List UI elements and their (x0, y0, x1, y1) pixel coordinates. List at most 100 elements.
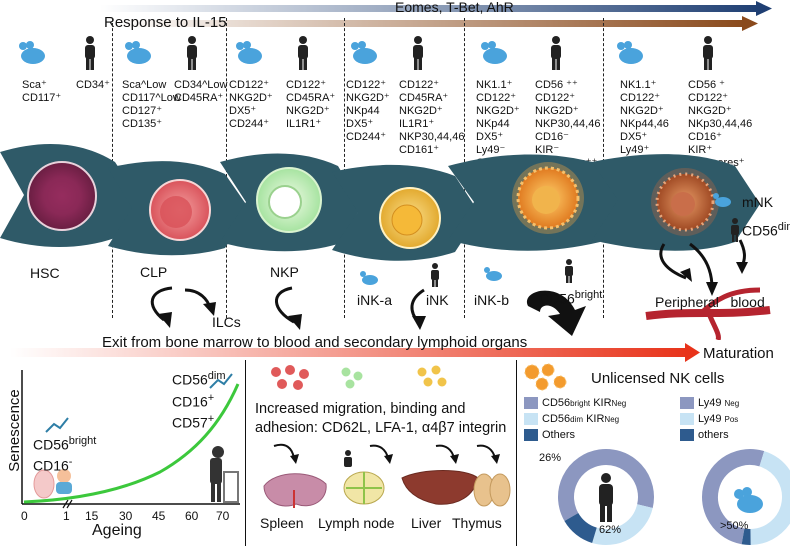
cell-cluster-yellow (417, 365, 447, 387)
mnk-label: mNK (742, 194, 774, 210)
organ-label-spleen: Spleen (260, 515, 304, 531)
baby-icon (57, 469, 71, 483)
unlicensed-cells-icon (524, 363, 567, 391)
development-band (0, 143, 771, 340)
peripheral-blood-label: Peripheral blood (655, 294, 765, 310)
markers-nkp-mouse: CD122⁺ NKG2D⁺ DX5⁺ CD244⁺ (229, 79, 273, 130)
organ-label-lymph-node: Lymph node (318, 515, 395, 531)
trend-icon (45, 417, 69, 433)
markers-ink-mouse: CD122⁺ NKG2D⁺ NKp44 DX5⁺ CD244⁺ (346, 79, 390, 143)
response-label: Response to IL-15 (104, 14, 227, 31)
donut-segment (702, 449, 765, 545)
exit-label: Exit from bone marrow to blood and secon… (102, 334, 528, 351)
x-tick: 1 (63, 509, 70, 523)
human-donut-chart (558, 449, 654, 545)
markers-hsc-mouse: Sca⁺ CD117⁺ (22, 79, 62, 104)
mouse-icon (713, 193, 731, 207)
liver-icon (401, 470, 479, 505)
human-icon (413, 36, 423, 70)
mouse-icon (360, 271, 378, 285)
organ-label-thymus: Thymus (452, 515, 502, 531)
donut-segment (592, 503, 653, 545)
unlicensed-title: Unlicensed NK cells (591, 370, 725, 387)
legend-swatch (524, 397, 538, 409)
donut-segment (558, 449, 654, 521)
top-arrows (100, 1, 772, 31)
mouse-icon (484, 267, 502, 281)
maturation-label: Maturation (703, 345, 774, 362)
inka-label: iNK-a (357, 292, 393, 308)
human-pct-26: 26% (539, 452, 562, 464)
mouse-icon (19, 41, 45, 64)
mouse-legend-item-2: Ly49 Pos (680, 413, 738, 425)
mouse-icon (617, 41, 643, 64)
human-icon (85, 36, 95, 70)
human-icon (431, 263, 439, 287)
cell-cluster-green (341, 367, 363, 389)
human-icon (187, 36, 197, 70)
human-icon (703, 36, 713, 70)
markers-clp-human: CD34^Low CD45RA⁺ (174, 79, 228, 104)
tf-label: Eomes, T-Bet, AhR (395, 0, 514, 15)
legend-swatch (680, 397, 694, 409)
elderly-icon (212, 446, 224, 458)
human-icon (298, 36, 308, 70)
exit-arrow (526, 290, 586, 336)
mnk-cell (651, 168, 719, 236)
lymph-node-icon (343, 471, 385, 505)
thymus-icon (473, 473, 511, 507)
clp-label: CLP (140, 264, 168, 280)
embryo-icon (33, 469, 55, 499)
ink-label: iNK (426, 292, 449, 308)
markers-clp-mouse: Sca^Low CD117^Low CD127⁺ CD135⁺ (122, 79, 181, 130)
human-icon (731, 218, 739, 242)
maturation-arrow (10, 343, 700, 362)
cd56dim-label: CD56dim (742, 221, 790, 239)
x-tick: 45 (152, 509, 166, 523)
legend-swatch (680, 429, 694, 441)
organ-label-liver: Liver (411, 515, 442, 531)
cell-cluster-red (271, 365, 309, 390)
human-icon (599, 473, 613, 522)
donut-segment (564, 512, 598, 543)
mouse-legend-item-1: Ly49 Neg (680, 397, 739, 409)
migration-illustration (263, 365, 511, 508)
x-tick: 15 (85, 509, 99, 523)
senescence-curve (23, 383, 240, 504)
legend-swatch (524, 429, 538, 441)
trend-icon (209, 373, 233, 389)
ilcs-label: ILCs (212, 314, 241, 330)
donut-segment (741, 528, 751, 545)
panel-divider (516, 360, 517, 546)
x-tick: 60 (185, 509, 199, 523)
young-markers: CD56bright CD16- (33, 435, 97, 474)
human-pct-62: 62% (599, 524, 622, 536)
legend-swatch (680, 413, 694, 425)
mouse-icon (351, 41, 377, 64)
cd56bright-label: CD56bright (539, 289, 603, 307)
legend-swatch (524, 413, 538, 425)
inkb-label: iNK-b (474, 292, 510, 308)
x-tick: 0 (21, 509, 28, 523)
nkp-label: NKP (270, 264, 299, 280)
mouse-pct: >50% (720, 520, 749, 532)
stage-divider (344, 18, 345, 318)
markers-ink-human: CD122⁺ CD45RA⁺ NKG2D⁺ IL1R1⁺ NKP30,44,46… (399, 79, 465, 156)
senescence-ylabel: Senescence (5, 389, 23, 472)
human-icon (565, 259, 573, 283)
mouse-icon (481, 41, 507, 64)
human-icon (344, 450, 352, 467)
human-icon (551, 36, 561, 70)
inkb-cell (512, 162, 584, 234)
human-legend-item-3: Others (524, 429, 575, 441)
x-tick: 70 (216, 509, 230, 523)
markers-hsc-human: CD34⁺ (76, 79, 110, 91)
mouse-icon (125, 41, 151, 64)
mouse-legend-item-3: others (680, 429, 729, 441)
old-markers: CD56dim CD16+ CD57+ (172, 370, 226, 431)
markers-nkp-human: CD122⁺ CD45RA⁺ NKG2D⁺ IL1R1⁺ (286, 79, 336, 130)
x-tick: 30 (119, 509, 133, 523)
